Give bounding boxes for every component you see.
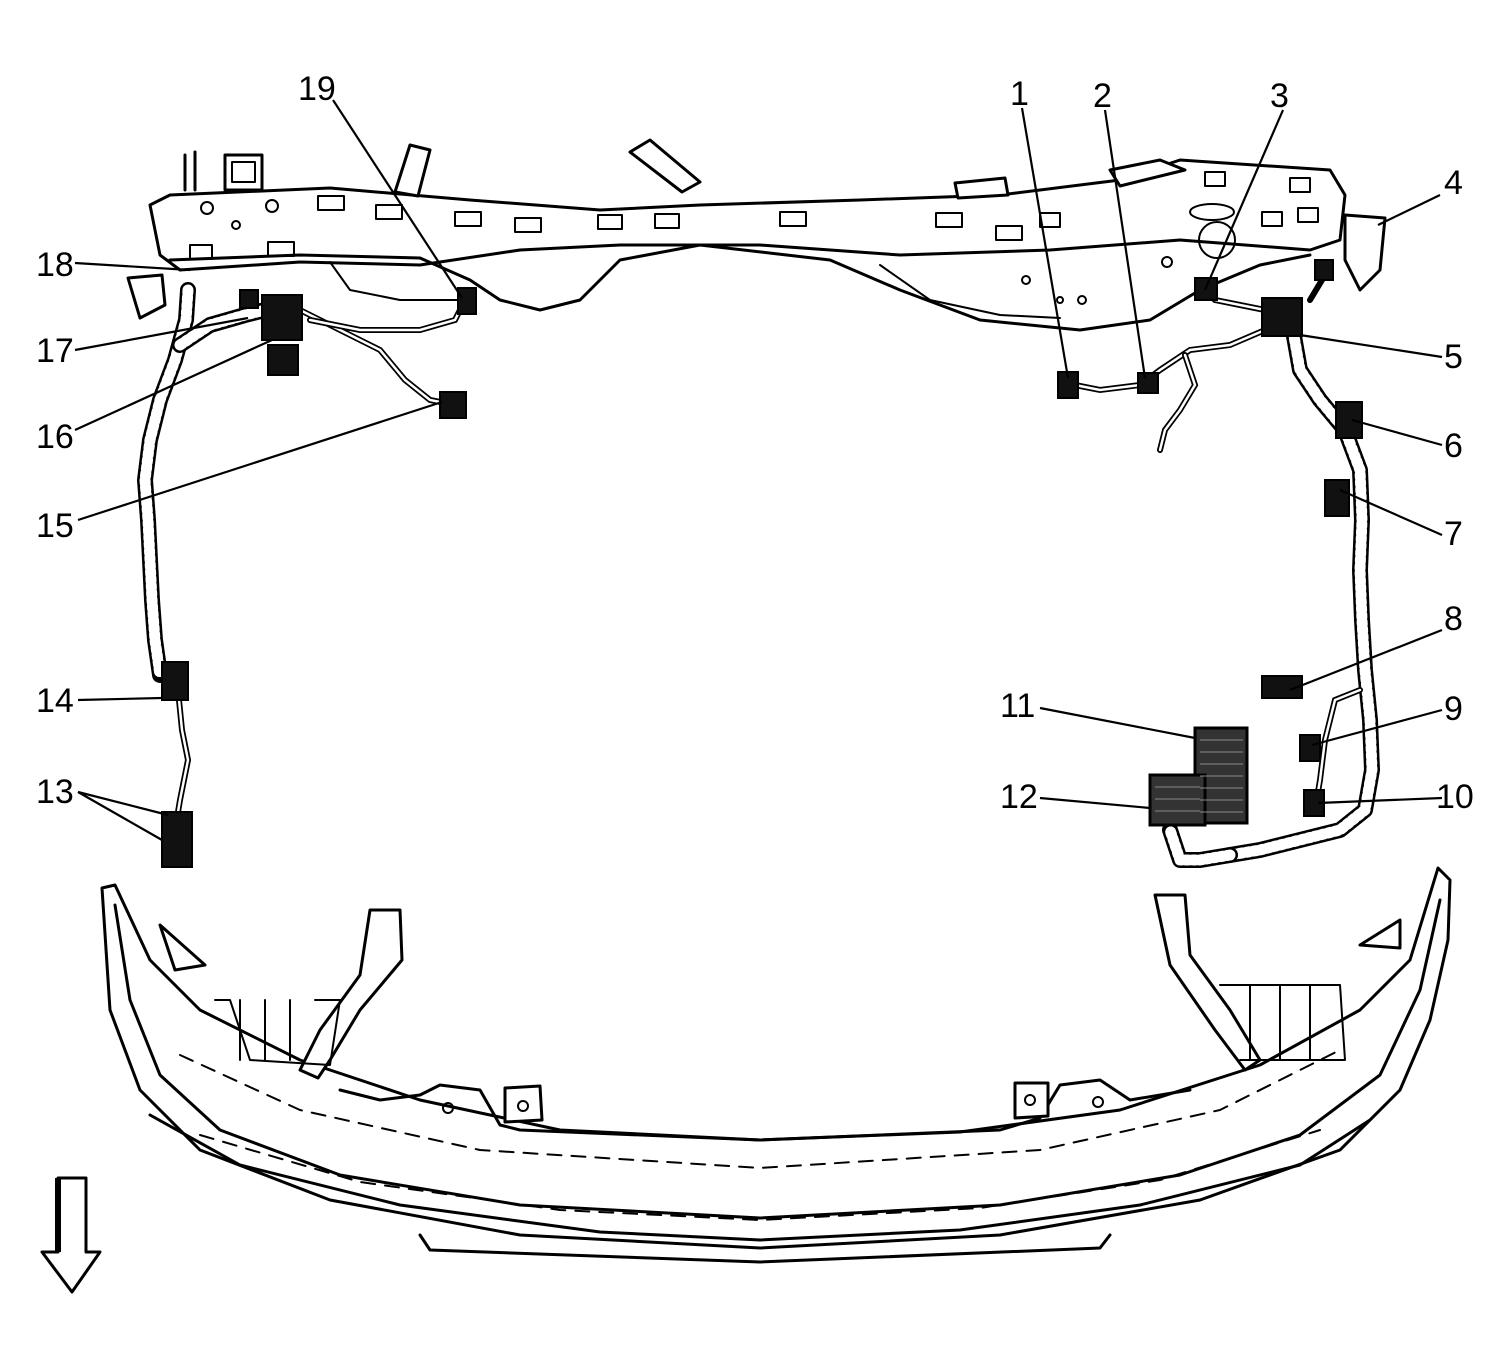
rear-bumper xyxy=(100,866,1452,1264)
callout-18: 18 xyxy=(36,246,74,284)
left-connectors xyxy=(161,287,477,868)
callout-labels: 1 2 3 4 5 6 7 8 9 10 11 12 13 14 15 16 1… xyxy=(36,70,1474,816)
callout-1: 1 xyxy=(1010,75,1029,113)
right-connectors xyxy=(1057,259,1363,817)
down-arrow-icon xyxy=(40,1176,102,1294)
upper-cross-member xyxy=(126,138,1387,332)
callout-8: 8 xyxy=(1444,600,1463,638)
callout-19: 19 xyxy=(298,70,336,108)
callout-13: 13 xyxy=(36,773,74,811)
control-modules xyxy=(1148,726,1249,827)
left-wiring-harness xyxy=(137,282,468,833)
callout-6: 6 xyxy=(1444,427,1463,465)
callout-11: 11 xyxy=(1000,687,1035,725)
callout-12: 12 xyxy=(1000,778,1038,816)
callout-5: 5 xyxy=(1444,338,1463,376)
callout-15: 15 xyxy=(36,507,74,545)
callout-16: 16 xyxy=(36,418,74,456)
callout-17: 17 xyxy=(36,332,74,370)
leader-lines xyxy=(74,99,1443,841)
callout-14: 14 xyxy=(36,682,74,720)
callout-7: 7 xyxy=(1444,515,1463,553)
callout-3: 3 xyxy=(1270,77,1289,115)
callout-4: 4 xyxy=(1444,164,1463,202)
callout-9: 9 xyxy=(1444,690,1463,728)
callout-10: 10 xyxy=(1436,778,1474,816)
callout-2: 2 xyxy=(1093,77,1112,115)
